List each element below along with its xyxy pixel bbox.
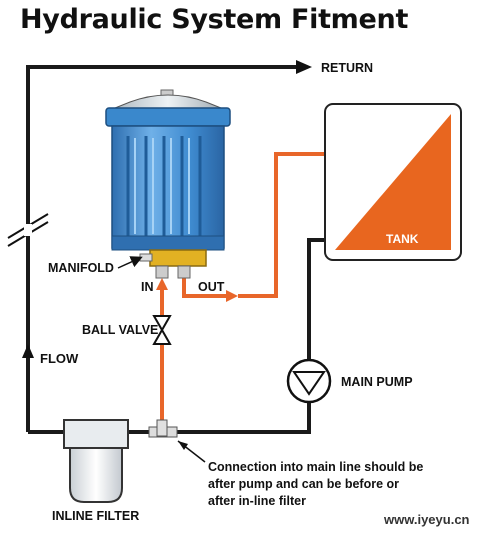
return-label: RETURN xyxy=(321,61,373,75)
main-pump xyxy=(286,358,332,404)
manifold xyxy=(139,249,207,279)
return-filter xyxy=(105,89,231,251)
ball-valve xyxy=(152,315,172,345)
inline-filter xyxy=(63,419,129,503)
out-label: OUT xyxy=(198,280,225,294)
in-label: IN xyxy=(141,280,154,294)
out-arrow xyxy=(226,290,238,302)
tank-label: TANK xyxy=(386,232,419,246)
watermark: www.iyeyu.cn xyxy=(383,512,470,527)
flow-label: FLOW xyxy=(40,351,79,366)
flow-arrow xyxy=(22,344,34,358)
tank xyxy=(324,103,462,261)
note-line-3: after in-line filter xyxy=(208,494,306,508)
ball-valve-label: BALL VALVE xyxy=(82,323,158,337)
return-arrow xyxy=(296,60,312,74)
in-arrow xyxy=(156,278,168,290)
bypass-line xyxy=(160,152,325,425)
tee-connection xyxy=(148,419,178,438)
main-line xyxy=(26,65,325,434)
note-line-2: after pump and can be before or xyxy=(208,477,399,491)
manifold-label: MANIFOLD xyxy=(48,261,114,275)
main-pump-label: MAIN PUMP xyxy=(341,375,413,389)
page-title: Hydraulic System Fitment xyxy=(20,4,409,35)
inline-filter-label: INLINE FILTER xyxy=(52,509,139,523)
note-line-1: Connection into main line should be xyxy=(208,460,423,474)
